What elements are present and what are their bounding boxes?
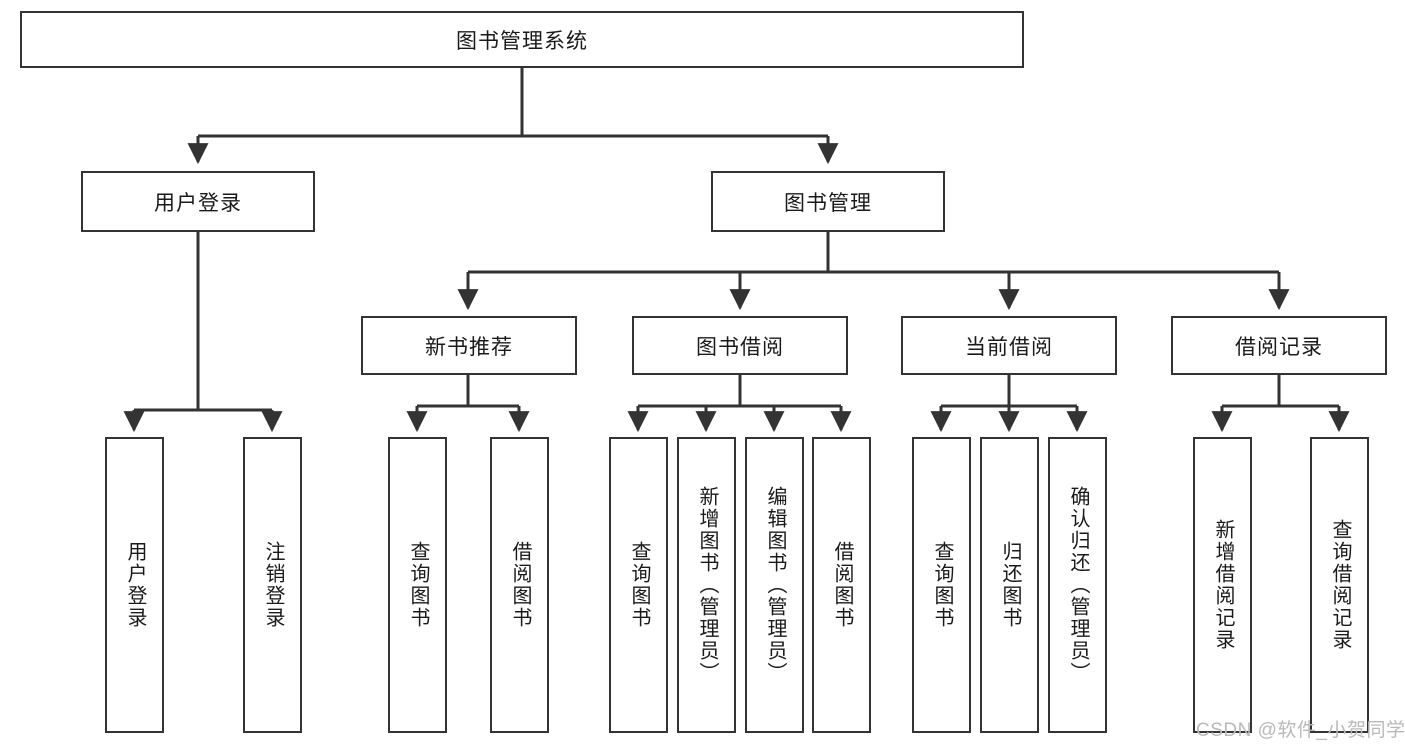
node-root-label: 图书管理系统 (456, 29, 588, 53)
leaf-edit-book-label: 编辑图书（管理员） (764, 486, 786, 684)
watermark: CSDN @软件_小贺同学 (1196, 720, 1405, 741)
leaf-add-book[interactable]: 新增图书（管理员） (677, 437, 736, 733)
leaf-query-book-2-label: 查询图书 (628, 541, 650, 629)
node-current-borrow[interactable]: 当前借阅 (901, 316, 1117, 375)
leaf-query-book-3-label: 查询图书 (931, 541, 953, 629)
node-borrow-record[interactable]: 借阅记录 (1171, 316, 1387, 375)
node-book-manage[interactable]: 图书管理 (711, 171, 945, 232)
leaf-borrow-book-1[interactable]: 借阅图书 (490, 437, 549, 733)
node-book-borrow[interactable]: 图书借阅 (632, 316, 848, 375)
node-user-login[interactable]: 用户登录 (81, 171, 315, 232)
leaf-query-book-2[interactable]: 查询图书 (609, 437, 668, 733)
leaf-borrow-book-2-label: 借阅图书 (831, 541, 853, 629)
leaf-logout-label: 注销登录 (262, 541, 284, 629)
node-new-book-rec-label: 新书推荐 (425, 335, 513, 359)
leaf-add-book-label: 新增图书（管理员） (696, 486, 718, 684)
leaf-edit-book[interactable]: 编辑图书（管理员） (745, 437, 804, 733)
leaf-confirm-return-label: 确认归还（管理员） (1067, 486, 1089, 684)
node-book-manage-label: 图书管理 (784, 191, 872, 215)
node-book-borrow-label: 图书借阅 (696, 335, 784, 359)
leaf-add-record-label: 新增借阅记录 (1212, 519, 1234, 651)
node-borrow-record-label: 借阅记录 (1235, 335, 1323, 359)
leaf-logout[interactable]: 注销登录 (243, 437, 302, 733)
leaf-confirm-return[interactable]: 确认归还（管理员） (1048, 437, 1107, 733)
leaf-query-book-1[interactable]: 查询图书 (388, 437, 447, 733)
leaf-add-record[interactable]: 新增借阅记录 (1193, 437, 1252, 733)
node-current-borrow-label: 当前借阅 (965, 335, 1053, 359)
leaf-query-record[interactable]: 查询借阅记录 (1310, 437, 1369, 733)
leaf-borrow-book-2[interactable]: 借阅图书 (812, 437, 871, 733)
node-root[interactable]: 图书管理系统 (20, 11, 1024, 68)
leaf-query-record-label: 查询借阅记录 (1329, 519, 1351, 651)
node-user-login-label: 用户登录 (154, 191, 242, 215)
node-new-book-rec[interactable]: 新书推荐 (361, 316, 577, 375)
leaf-return-book-label: 归还图书 (999, 541, 1021, 629)
leaf-borrow-book-1-label: 借阅图书 (509, 541, 531, 629)
leaf-user-login[interactable]: 用户登录 (105, 437, 164, 733)
leaf-query-book-3[interactable]: 查询图书 (912, 437, 971, 733)
leaf-query-book-1-label: 查询图书 (407, 541, 429, 629)
leaf-return-book[interactable]: 归还图书 (980, 437, 1039, 733)
leaf-user-login-label: 用户登录 (124, 541, 146, 629)
